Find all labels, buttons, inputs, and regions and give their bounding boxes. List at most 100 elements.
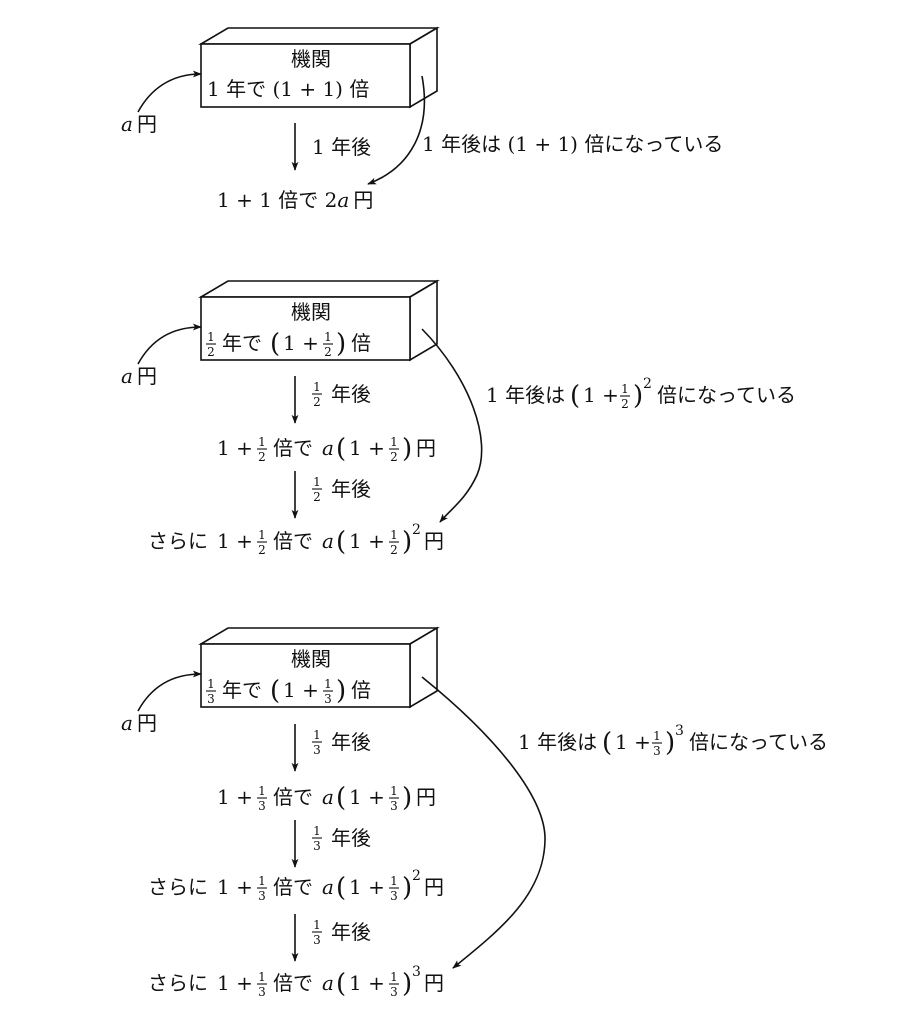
svg-text:年後: 年後 bbox=[331, 477, 371, 501]
svg-text:1 +: 1 + bbox=[217, 971, 253, 995]
total-note: 1 年後は ( 1 + 1 3 ) 3 倍になっている bbox=[518, 723, 828, 758]
total-arrow bbox=[421, 328, 483, 523]
diagram-semiannual: 機関 1 2 年で ( 1 + 1 2 ) 倍 a 円 1 2 年後 1 bbox=[121, 279, 796, 557]
svg-text:さらに: さらに bbox=[148, 529, 208, 553]
svg-text:): ) bbox=[633, 381, 643, 411]
box-title: 機関 bbox=[291, 647, 331, 671]
svg-text:1 +: 1 + bbox=[283, 678, 319, 702]
svg-text:3: 3 bbox=[258, 985, 266, 999]
svg-text:2: 2 bbox=[313, 490, 321, 504]
svg-text:2: 2 bbox=[643, 376, 652, 392]
svg-text:倍: 倍 bbox=[351, 331, 371, 355]
box-rate-label: 1 3 年で ( 1 + 1 3 ) 倍 bbox=[206, 676, 371, 706]
box-title: 機関 bbox=[291, 47, 331, 71]
svg-text:2: 2 bbox=[324, 345, 332, 359]
step-label: 1 2 年後 bbox=[312, 475, 371, 504]
svg-text:2: 2 bbox=[390, 543, 398, 557]
svg-text:3: 3 bbox=[324, 692, 332, 706]
step-label: 1 3 年後 bbox=[312, 918, 371, 947]
machine-box bbox=[198, 279, 440, 362]
svg-text:1: 1 bbox=[324, 330, 332, 344]
box-title: 機関 bbox=[291, 300, 331, 324]
svg-text:1 +: 1 + bbox=[217, 785, 253, 809]
svg-text:1: 1 bbox=[313, 918, 321, 932]
svg-text:年後: 年後 bbox=[331, 382, 371, 406]
svg-text:1 +: 1 + bbox=[349, 529, 385, 553]
svg-text:1: 1 bbox=[313, 824, 321, 838]
box-rate-label: 1 2 年で ( 1 + 1 2 ) 倍 bbox=[206, 329, 371, 359]
svg-text:): ) bbox=[402, 434, 412, 464]
svg-text:倍: 倍 bbox=[351, 678, 371, 702]
svg-text:倍になっている: 倍になっている bbox=[657, 383, 796, 407]
svg-text:年後: 年後 bbox=[331, 826, 371, 850]
svg-text:1: 1 bbox=[621, 382, 629, 396]
svg-text:年後: 年後 bbox=[331, 920, 371, 944]
svg-text:a: a bbox=[322, 436, 334, 460]
svg-text:(: ( bbox=[336, 969, 346, 999]
svg-text:3: 3 bbox=[390, 799, 398, 813]
svg-text:2: 2 bbox=[258, 450, 266, 464]
svg-text:a: a bbox=[322, 971, 334, 995]
svg-text:1: 1 bbox=[258, 970, 266, 984]
svg-text:倍で: 倍で bbox=[273, 436, 313, 460]
svg-text:): ) bbox=[336, 676, 346, 706]
step-result: さらに 1 + 1 3 倍で a ( 1 + 1 3 ) 2 円 bbox=[148, 868, 444, 903]
svg-text:(: ( bbox=[270, 329, 280, 359]
svg-text:1 +: 1 + bbox=[217, 529, 253, 553]
total-arrow bbox=[421, 676, 546, 969]
svg-text:倍で: 倍で bbox=[273, 785, 313, 809]
svg-text:(: ( bbox=[602, 728, 612, 758]
svg-text:3: 3 bbox=[653, 744, 661, 758]
svg-text:1 +: 1 + bbox=[349, 436, 385, 460]
svg-text:1: 1 bbox=[313, 380, 321, 394]
svg-text:1: 1 bbox=[258, 435, 266, 449]
svg-text:3: 3 bbox=[258, 889, 266, 903]
svg-text:1: 1 bbox=[258, 528, 266, 542]
svg-text:(: ( bbox=[570, 381, 580, 411]
diagram-thirds: 機関 1 3 年で ( 1 + 1 3 ) 倍 a 円 1 3 年後 1 + 1 bbox=[121, 626, 828, 999]
svg-text:年で: 年で bbox=[222, 678, 262, 702]
svg-text:倍で: 倍で bbox=[273, 971, 313, 995]
svg-text:(: ( bbox=[336, 527, 346, 557]
svg-text:1: 1 bbox=[313, 728, 321, 742]
total-note: 1 年後は (1 + 1) 倍になっている bbox=[422, 132, 723, 156]
svg-text:1: 1 bbox=[390, 970, 398, 984]
svg-text:): ) bbox=[402, 783, 412, 813]
svg-text:1 +: 1 + bbox=[349, 785, 385, 809]
svg-text:円: 円 bbox=[424, 971, 444, 995]
total-note: 1 年後は ( 1 + 1 2 ) 2 倍になっている bbox=[486, 376, 796, 411]
svg-text:1 +: 1 + bbox=[349, 875, 385, 899]
svg-text:3: 3 bbox=[390, 985, 398, 999]
svg-text:3: 3 bbox=[313, 743, 321, 757]
step-label: 1 3 年後 bbox=[312, 728, 371, 757]
svg-text:a: a bbox=[322, 529, 334, 553]
svg-text:(: ( bbox=[336, 783, 346, 813]
svg-text:1 +: 1 + bbox=[349, 971, 385, 995]
svg-text:3: 3 bbox=[313, 839, 321, 853]
svg-text:1: 1 bbox=[207, 677, 215, 691]
step-result: 1 + 1 2 倍で a ( 1 + 1 2 ) 円 bbox=[217, 434, 436, 464]
svg-text:1: 1 bbox=[258, 784, 266, 798]
svg-text:円: 円 bbox=[424, 529, 444, 553]
svg-text:): ) bbox=[665, 728, 675, 758]
svg-text:1 年後は: 1 年後は bbox=[486, 383, 565, 407]
svg-text:1 +: 1 + bbox=[583, 383, 619, 407]
svg-text:1: 1 bbox=[313, 475, 321, 489]
svg-text:3: 3 bbox=[390, 889, 398, 903]
svg-text:3: 3 bbox=[313, 933, 321, 947]
svg-text:2: 2 bbox=[412, 522, 421, 538]
step-result: さらに 1 + 1 3 倍で a ( 1 + 1 3 ) 3 円 bbox=[148, 964, 444, 999]
svg-text:2: 2 bbox=[621, 397, 629, 411]
svg-text:1 +: 1 + bbox=[217, 436, 253, 460]
svg-text:円: 円 bbox=[424, 875, 444, 899]
svg-text:1: 1 bbox=[324, 677, 332, 691]
svg-text:1 +: 1 + bbox=[217, 875, 253, 899]
machine-box bbox=[198, 26, 440, 109]
input-arrow bbox=[137, 70, 202, 113]
svg-text:さらに: さらに bbox=[148, 971, 208, 995]
svg-text:a: a bbox=[322, 785, 334, 809]
svg-text:): ) bbox=[402, 873, 412, 903]
